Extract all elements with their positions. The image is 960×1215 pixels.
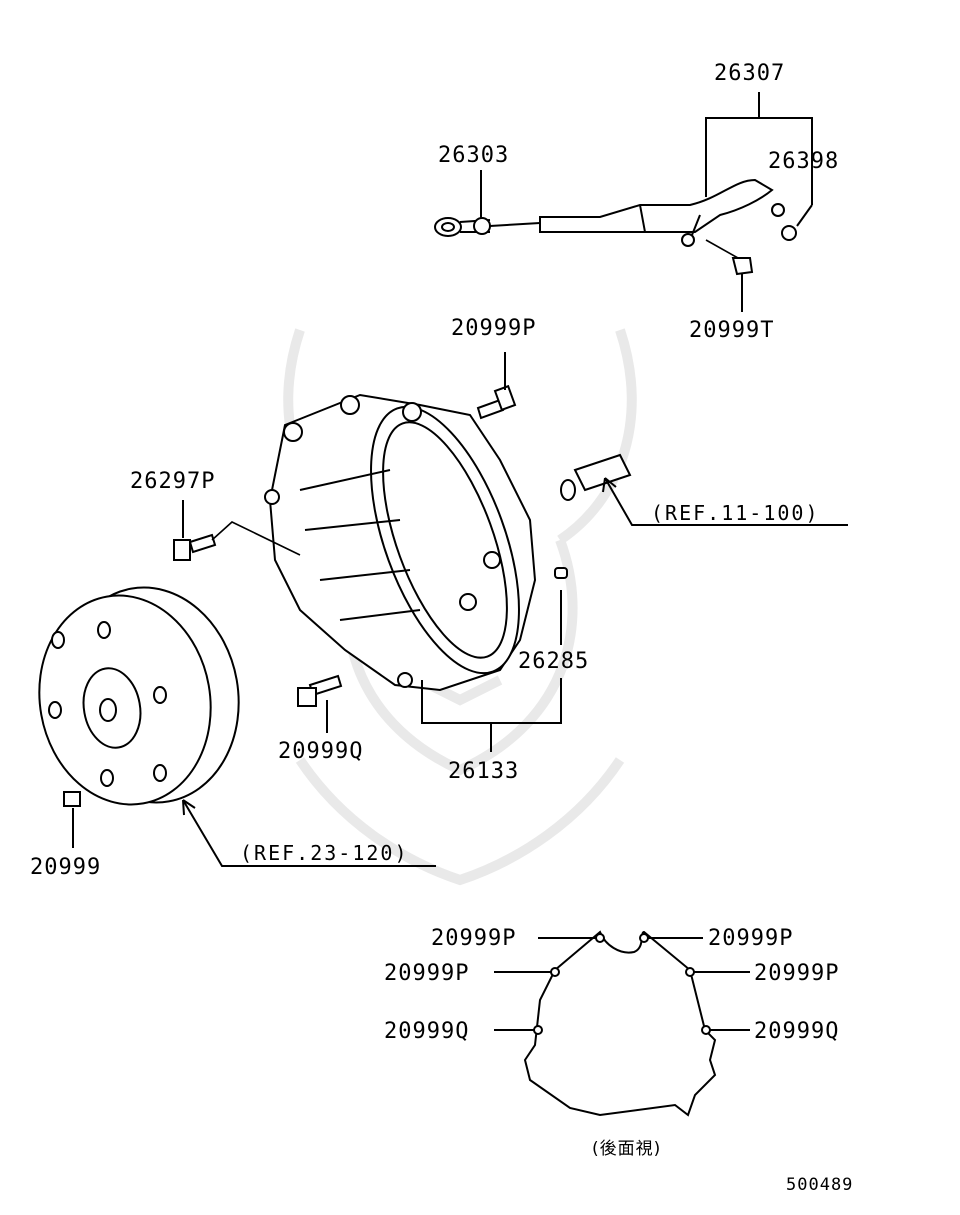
label-20999: 20999 <box>30 855 101 880</box>
bolt-20999P-top <box>476 352 517 420</box>
ref-11-100-pipe <box>560 453 848 526</box>
bolt-26297P <box>173 500 301 561</box>
bolt-20999Q <box>297 674 343 733</box>
label-ref-23-120: (REF.23-120) <box>240 841 409 865</box>
rear-label-left-2: 20999P <box>384 961 469 986</box>
label-ref-11-100: (REF.11-100) <box>651 501 820 525</box>
dowel-pin-26285 <box>421 567 568 752</box>
label-26133: 26133 <box>448 759 519 784</box>
rear-label-right-2: 20999P <box>754 961 839 986</box>
rear-label-right-3: 20999Q <box>754 1019 839 1044</box>
rear-view-caption: (後面視) <box>592 1139 661 1159</box>
rear-label-left-3: 20999Q <box>384 1019 469 1044</box>
converter-housing <box>264 393 537 692</box>
plug-20999 <box>63 791 81 848</box>
label-20999P-top: 20999P <box>451 316 536 341</box>
label-26297P: 26297P <box>130 469 215 494</box>
rear-view-outline <box>494 930 750 1117</box>
label-26398: 26398 <box>768 149 839 174</box>
oil-level-gauge-assembly <box>434 92 813 312</box>
label-20999T: 20999T <box>689 318 774 343</box>
figure-code: 500489 <box>786 1175 853 1195</box>
label-26285: 26285 <box>518 649 589 674</box>
torque-converter <box>38 586 436 867</box>
label-20999Q: 20999Q <box>278 739 363 764</box>
label-26307: 26307 <box>714 61 785 86</box>
rear-label-left-1: 20999P <box>431 926 516 951</box>
label-26303: 26303 <box>438 143 509 168</box>
rear-label-right-1: 20999P <box>708 926 793 951</box>
